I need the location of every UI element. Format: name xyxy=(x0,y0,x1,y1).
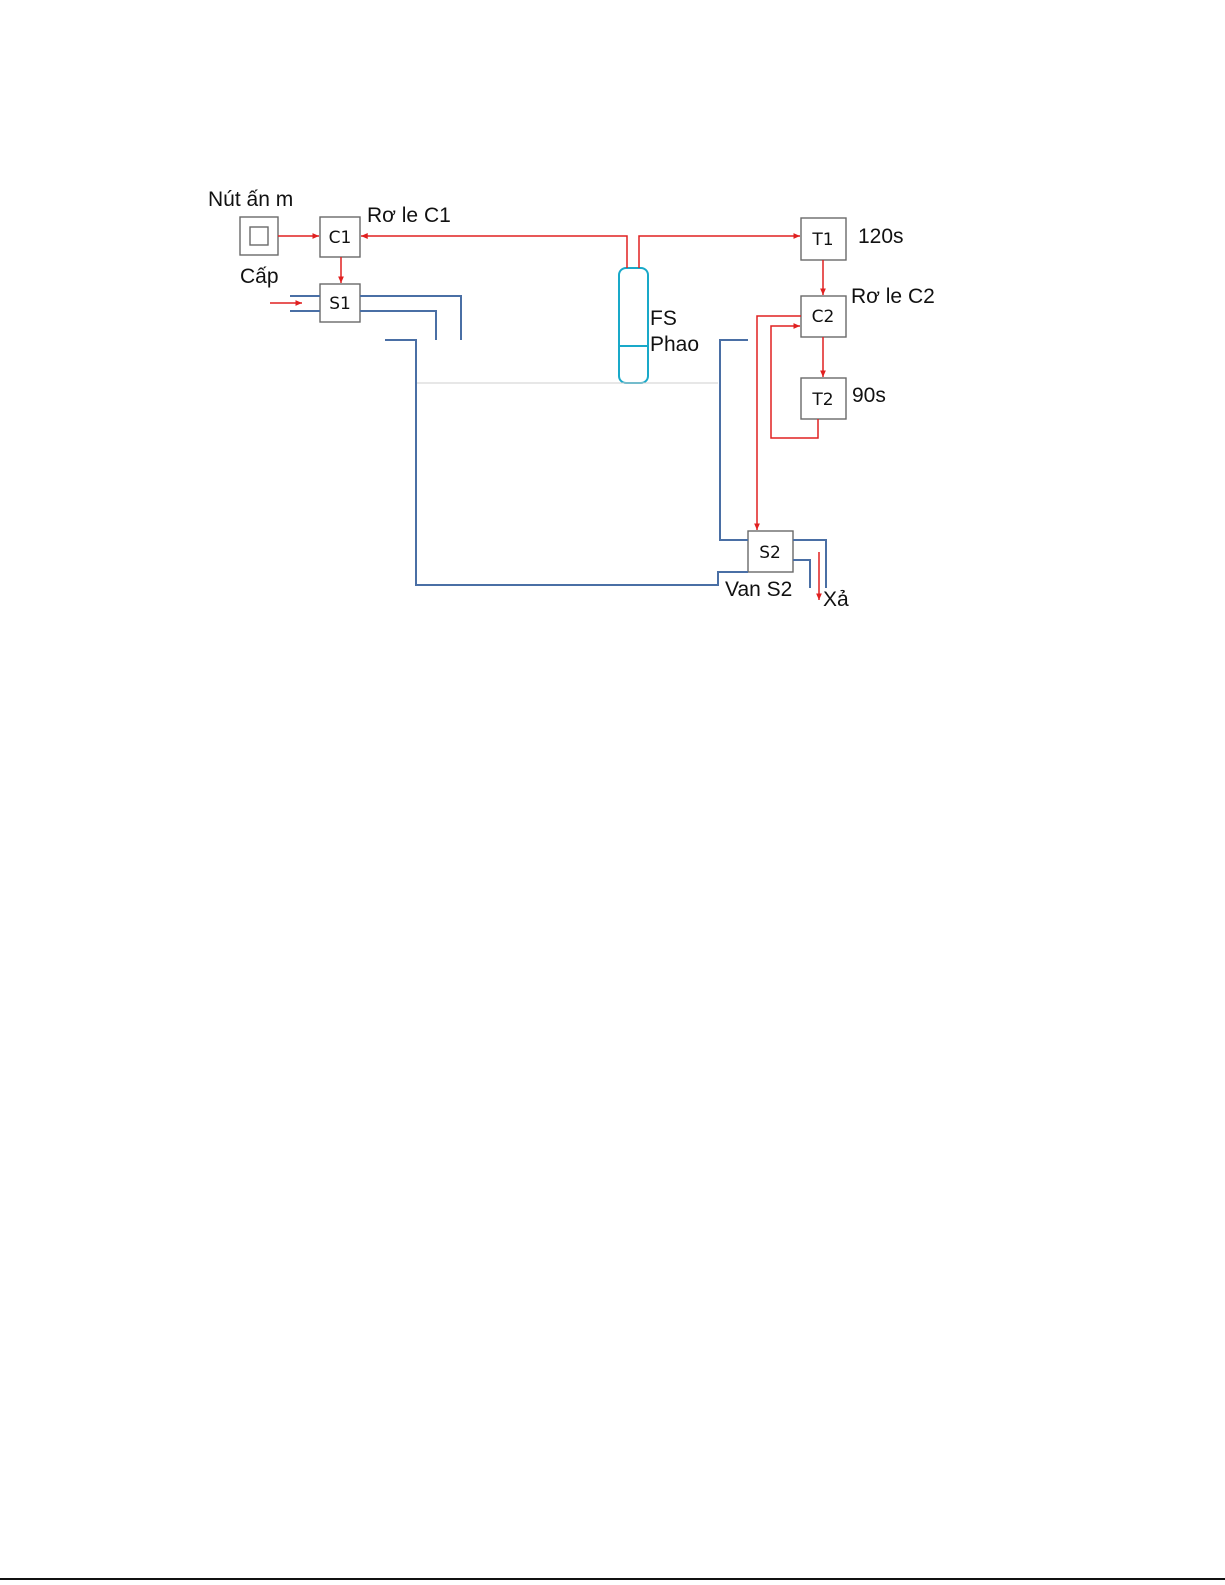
valve-s2-annotation: Van S2 xyxy=(725,578,792,601)
button-label: Nút ấn m xyxy=(208,188,293,211)
relay-c1-annotation: Rơ le C1 xyxy=(367,204,451,227)
float-fs-label: FS xyxy=(650,307,677,330)
float-name-label: Phao xyxy=(650,333,699,356)
float-switch-icon xyxy=(619,268,648,383)
pipes xyxy=(290,296,826,588)
timer-t1-annotation: 120s xyxy=(858,225,904,248)
timer-t2-label: T2 xyxy=(811,390,833,410)
drain-label: Xả xyxy=(823,588,849,611)
relay-c1-label: C1 xyxy=(329,228,352,248)
push-button-icon[interactable] xyxy=(240,217,278,255)
valve-s1-label: S1 xyxy=(329,294,351,314)
valve-s2-label: S2 xyxy=(759,543,781,563)
supply-label: Cấp xyxy=(240,265,279,288)
relay-c2-annotation: Rơ le C2 xyxy=(851,285,935,308)
page-bottom-rule xyxy=(0,1578,1225,1580)
timer-t1-label: T1 xyxy=(811,230,833,250)
timer-t2-annotation: 90s xyxy=(852,384,886,407)
relay-c2-label: C2 xyxy=(812,307,835,327)
